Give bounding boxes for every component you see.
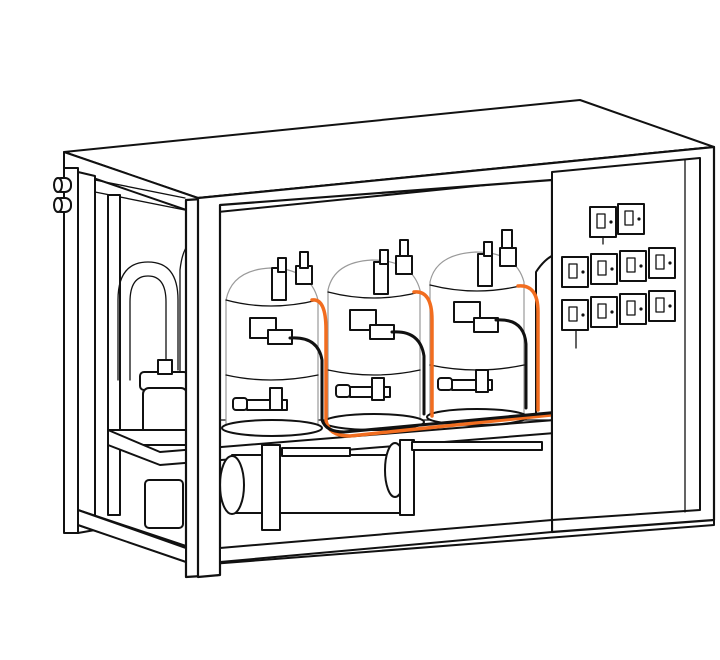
pipe-stub-icon <box>53 177 72 213</box>
pressure-switch-icon <box>617 203 645 235</box>
pressure-switch-icon <box>619 293 647 325</box>
valve-icon <box>437 229 517 393</box>
pressure-switch-icon <box>590 253 618 285</box>
compressor-1-icon <box>221 251 323 437</box>
pressure-switch-icon <box>561 256 589 288</box>
pressure-switch-icon <box>561 299 589 331</box>
compressor-3-icon <box>426 229 528 426</box>
accumulator-icon <box>219 439 415 531</box>
pressure-switch-icon <box>648 247 676 279</box>
pressure-switch-icon <box>590 296 618 328</box>
pressure-switch-icon <box>619 250 647 282</box>
receiver-tank-icon <box>139 359 189 529</box>
left-end-section <box>53 167 189 534</box>
pressure-switch-icon <box>589 206 617 245</box>
valve-icon <box>232 251 313 411</box>
u-pipe-icon <box>117 244 189 381</box>
valve-icon <box>335 239 413 401</box>
pressure-switch-icon <box>648 290 676 322</box>
